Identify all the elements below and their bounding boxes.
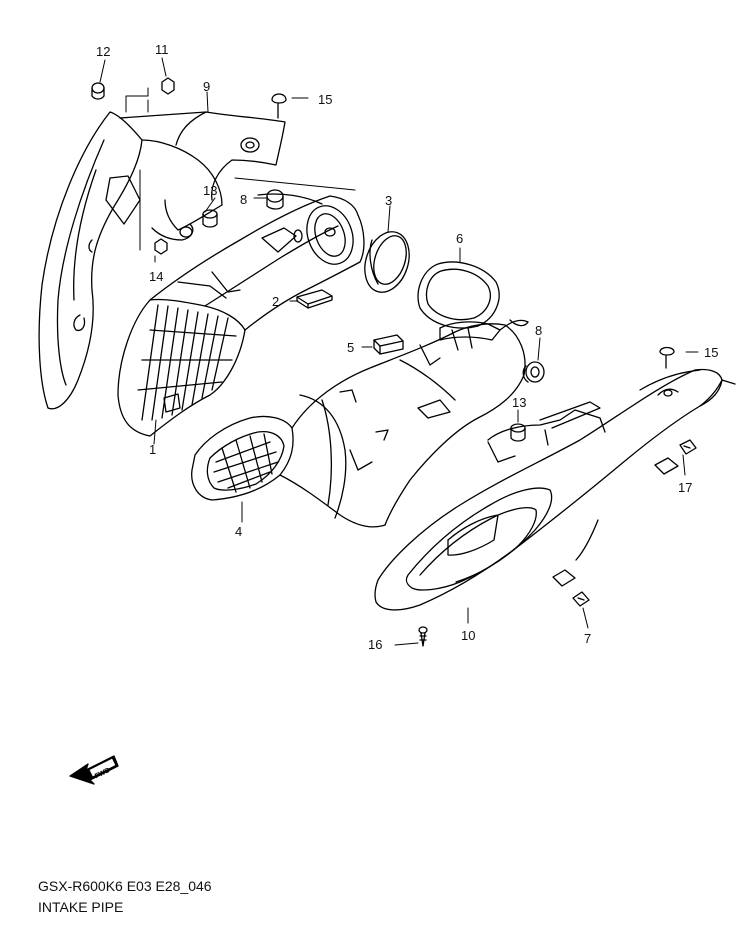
part-1-intake-duct — [117, 193, 365, 437]
callout-6: 6 — [456, 231, 464, 246]
callout-15: 15 — [318, 92, 333, 107]
collars-13 — [202, 209, 526, 442]
callout-7: 7 — [584, 631, 592, 646]
grommets-8 — [266, 189, 545, 383]
callout-2: 2 — [272, 294, 280, 309]
callout-13: 13 — [203, 183, 218, 198]
callout-12: 12 — [96, 44, 111, 59]
callout-17: 17 — [678, 480, 693, 495]
part-9-side-cover — [38, 111, 286, 410]
part-3-seal — [364, 231, 410, 293]
callout-9: 9 — [203, 79, 211, 94]
diagram-title: INTAKE PIPE — [38, 899, 124, 915]
part-6-gasket — [417, 261, 500, 329]
callout-5: 5 — [347, 340, 355, 355]
diagram-code: GSX-R600K6 E03 E28_046 — [38, 878, 212, 894]
clips-7-17 — [572, 439, 697, 607]
callout-3: 3 — [385, 193, 393, 208]
part-2-pad — [296, 289, 333, 309]
callout-10: 10 — [461, 628, 476, 643]
callout-13: 13 — [512, 395, 527, 410]
callout-8: 8 — [240, 192, 248, 207]
fwd-arrow — [69, 755, 119, 785]
callout-15: 15 — [704, 345, 719, 360]
callout-4: 4 — [235, 524, 243, 539]
callout-11: 11 — [155, 42, 169, 57]
part-10-lower-cover — [374, 368, 736, 611]
leader-lines — [99, 57, 699, 646]
callout-8: 8 — [535, 323, 543, 338]
part-5-pad — [373, 334, 404, 355]
callout-16: 16 — [368, 637, 383, 652]
callout-14: 14 — [149, 269, 164, 284]
fasteners — [91, 77, 675, 647]
callout-1: 1 — [149, 442, 157, 457]
part-4-intake-pipe — [191, 319, 529, 528]
